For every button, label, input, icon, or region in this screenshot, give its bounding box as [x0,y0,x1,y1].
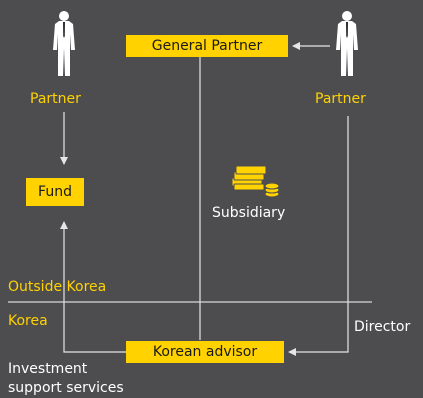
korean-advisor-box: Korean advisor [126,341,284,363]
fund-label: Fund [38,184,72,200]
general-partner-label: General Partner [151,38,263,54]
korea-label: Korea [8,313,48,329]
edge-investment-support [60,221,126,353]
investment-support-label-line1: Investment [8,361,88,377]
outside-korea-label: Outside Korea [8,279,107,295]
korean-advisor-label: Korean advisor [152,344,258,360]
investment-support-label-line2: support services [8,380,124,396]
general-partner-box: General Partner [126,35,288,57]
director-label: Director [354,319,411,335]
businessman-icon [53,11,75,76]
fund-box: Fund [26,178,84,206]
edge-director [288,116,349,356]
partner-left-label: Partner [30,91,81,107]
money-stack-icon [231,165,280,198]
subsidiary-label: Subsidiary [212,205,286,221]
businessman-icon [336,11,358,76]
partner-right-label: Partner [315,91,366,107]
